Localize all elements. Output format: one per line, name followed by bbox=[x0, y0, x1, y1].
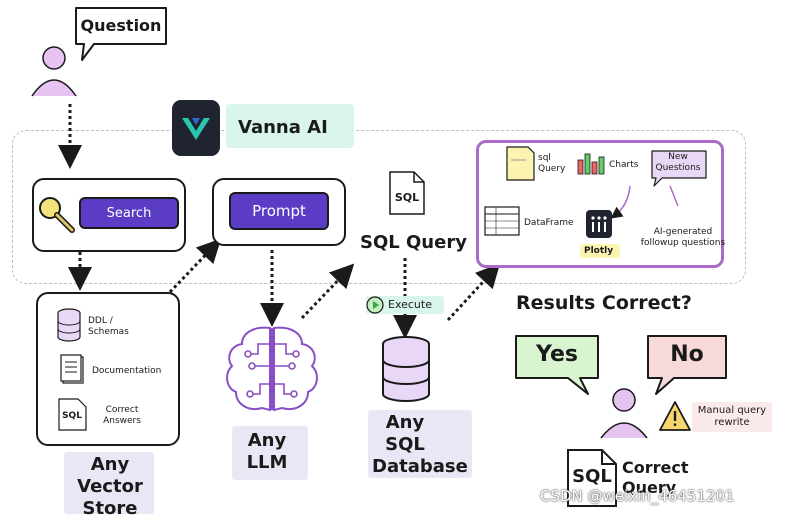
question-label: Question bbox=[80, 16, 162, 35]
sql-query-item: sql Query bbox=[538, 153, 566, 174]
database-highlight bbox=[368, 410, 472, 478]
brand-name: Vanna AI bbox=[238, 117, 328, 138]
manual-rewrite-label: Manual query rewrite bbox=[697, 405, 767, 428]
plotly-highlight bbox=[580, 244, 620, 258]
watermark-text: CSDN @weixin_46451201 bbox=[540, 487, 735, 505]
documentation-icon bbox=[60, 354, 84, 384]
correct-answers-item: Correct Answers bbox=[103, 405, 141, 426]
question-user-icon bbox=[31, 46, 77, 97]
search-button[interactable]: Search bbox=[79, 197, 179, 229]
sql-query-label: SQL Query bbox=[360, 232, 467, 253]
ddl-schemas-item: DDL / Schemas bbox=[88, 316, 129, 337]
schema-database-icon bbox=[57, 308, 81, 342]
prompt-button[interactable]: Prompt bbox=[229, 192, 329, 230]
no-label: No bbox=[670, 342, 704, 367]
correct-answers-sql-text: SQL bbox=[62, 411, 82, 421]
arrow-store-to-prompt bbox=[168, 238, 222, 294]
correct-query-sql-text: SQL bbox=[572, 466, 612, 487]
vanna-logo-icon bbox=[172, 100, 220, 156]
arrow-llm-to-sql bbox=[300, 263, 355, 320]
dataframe-icon bbox=[484, 206, 520, 236]
documentation-item: Documentation bbox=[92, 366, 162, 376]
sql-file-text: SQL bbox=[394, 191, 420, 204]
execute-label: Execute bbox=[388, 298, 432, 311]
plotly-item: Plotly bbox=[584, 246, 614, 256]
database-label: Any SQL Database bbox=[372, 412, 468, 477]
charts-item: Charts bbox=[609, 160, 639, 170]
manual-rewrite-highlight bbox=[692, 402, 772, 432]
llm-label: Any LLM bbox=[246, 430, 288, 473]
llm-brain-icon bbox=[226, 326, 318, 412]
results-correct-label: Results Correct? bbox=[516, 292, 692, 314]
brand-highlight bbox=[226, 104, 354, 148]
dataframe-item: DataFrame bbox=[524, 218, 574, 228]
play-icon bbox=[366, 296, 384, 314]
magnifier-icon bbox=[39, 197, 75, 233]
warning-icon bbox=[659, 401, 691, 431]
sql-database-icon bbox=[382, 336, 430, 402]
reviewer-user-icon bbox=[600, 388, 648, 439]
llm-highlight bbox=[232, 426, 308, 480]
correct-query-label: Correct Query bbox=[622, 458, 689, 497]
plotly-logo-icon bbox=[586, 210, 612, 238]
arrow-db-to-results bbox=[446, 263, 501, 322]
followup-item: AI-generated followup questions bbox=[640, 227, 726, 248]
vector-store-highlight bbox=[64, 452, 154, 514]
yes-label: Yes bbox=[536, 342, 578, 367]
new-questions-bubble bbox=[651, 150, 707, 187]
results-connectors bbox=[610, 185, 679, 219]
sql-file-icon bbox=[389, 171, 425, 215]
execute-highlight bbox=[366, 296, 444, 314]
new-questions-item: New Questions bbox=[655, 152, 701, 173]
vanna-region bbox=[12, 130, 746, 284]
yes-bubble bbox=[515, 335, 599, 395]
bar-chart-icon bbox=[577, 153, 605, 175]
correct-query-sql-icon bbox=[567, 449, 617, 507]
question-bubble bbox=[75, 7, 167, 61]
sql-note-icon bbox=[506, 146, 535, 181]
no-bubble bbox=[647, 335, 727, 395]
correct-answers-sql-icon bbox=[58, 398, 87, 431]
vector-store-label: Any Vector Store bbox=[77, 454, 143, 519]
